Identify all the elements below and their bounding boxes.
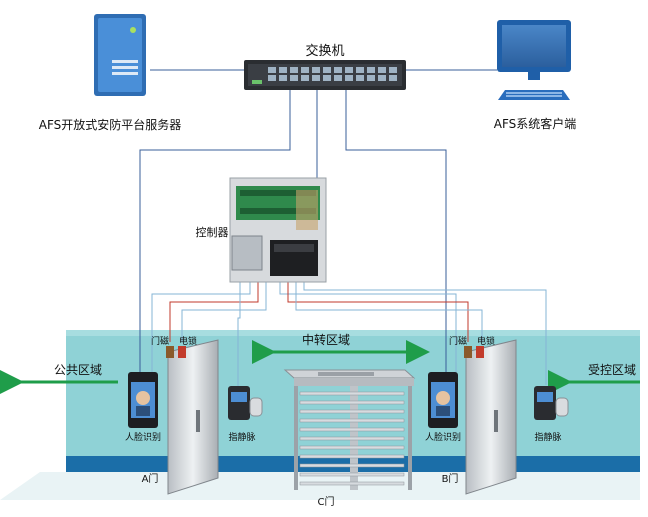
turnstile-bar [299, 472, 405, 477]
client-computer-icon [497, 20, 571, 100]
network-switch-icon [244, 60, 406, 90]
door-sensor-b-label: 门磁 [449, 335, 467, 347]
turnstile-bar [299, 481, 405, 486]
switch-port [345, 75, 353, 81]
turnstile-bar [299, 391, 405, 396]
turnstile-bar [299, 463, 405, 468]
public-zone-label: 公共区域 [54, 363, 102, 377]
door-b-label: B门 [442, 472, 459, 485]
switch-port [279, 67, 287, 73]
controlled-zone-label: 受控区域 [588, 363, 636, 377]
transfer-zone-label: 中转区域 [302, 332, 350, 347]
switch-port [334, 75, 342, 81]
switch-port [301, 75, 309, 81]
controller-label: 控制器 [196, 225, 229, 239]
turnstile-c [283, 369, 416, 490]
switch-port [312, 75, 320, 81]
face-reader-b-icon [428, 372, 458, 428]
face-reader-a-label: 人脸识别 [125, 431, 161, 443]
turnstile-bar [299, 454, 405, 459]
turnstile-bar [299, 409, 405, 414]
switch-port [301, 67, 309, 73]
switch-port [290, 67, 298, 73]
door-sensor-a-label: 门磁 [151, 335, 169, 347]
switch-port [334, 67, 342, 73]
finger-vein-a-icon [228, 386, 263, 420]
switch-port [268, 67, 276, 73]
switch-label: 交换机 [305, 43, 344, 59]
finger-vein-b-icon [534, 386, 569, 420]
client-label: AFS系统客户端 [494, 116, 577, 131]
switch-port [389, 67, 397, 73]
finger-vein-a-label: 指静脉 [228, 431, 255, 443]
switch-port [290, 75, 298, 81]
network-cables [139, 69, 497, 375]
switch-port [279, 75, 287, 81]
turnstile-bar [299, 400, 405, 405]
switch-port [378, 75, 386, 81]
face-reader-a-icon [128, 372, 158, 428]
switch-port [389, 75, 397, 81]
controller-cabinet [229, 177, 327, 283]
switch-port [378, 67, 386, 73]
switch-port [356, 75, 364, 81]
controller-wiring [151, 282, 547, 390]
turnstile-bar [299, 418, 405, 423]
door-b [464, 339, 517, 495]
server-icon [94, 14, 146, 96]
switch-port [268, 75, 276, 81]
switch-port [323, 75, 331, 81]
face-reader-b-label: 人脸识别 [425, 431, 461, 443]
switch-port [312, 67, 320, 73]
door-a-label: A门 [142, 472, 159, 485]
turnstile-bar [299, 427, 405, 432]
door-a [166, 339, 219, 495]
door-lock-b-label: 电锁 [477, 335, 495, 347]
door-lock-a-label: 电锁 [179, 335, 197, 347]
server-label: AFS开放式安防平台服务器 [39, 117, 182, 132]
door-c-label: C门 [318, 495, 335, 508]
finger-vein-b-label: 指静脉 [534, 431, 561, 443]
switch-port [367, 67, 375, 73]
switch-port [323, 67, 331, 73]
turnstile-bar [299, 445, 405, 450]
switch-port [345, 67, 353, 73]
switch-port [367, 75, 375, 81]
turnstile-bar [299, 436, 405, 441]
switch-port [356, 67, 364, 73]
